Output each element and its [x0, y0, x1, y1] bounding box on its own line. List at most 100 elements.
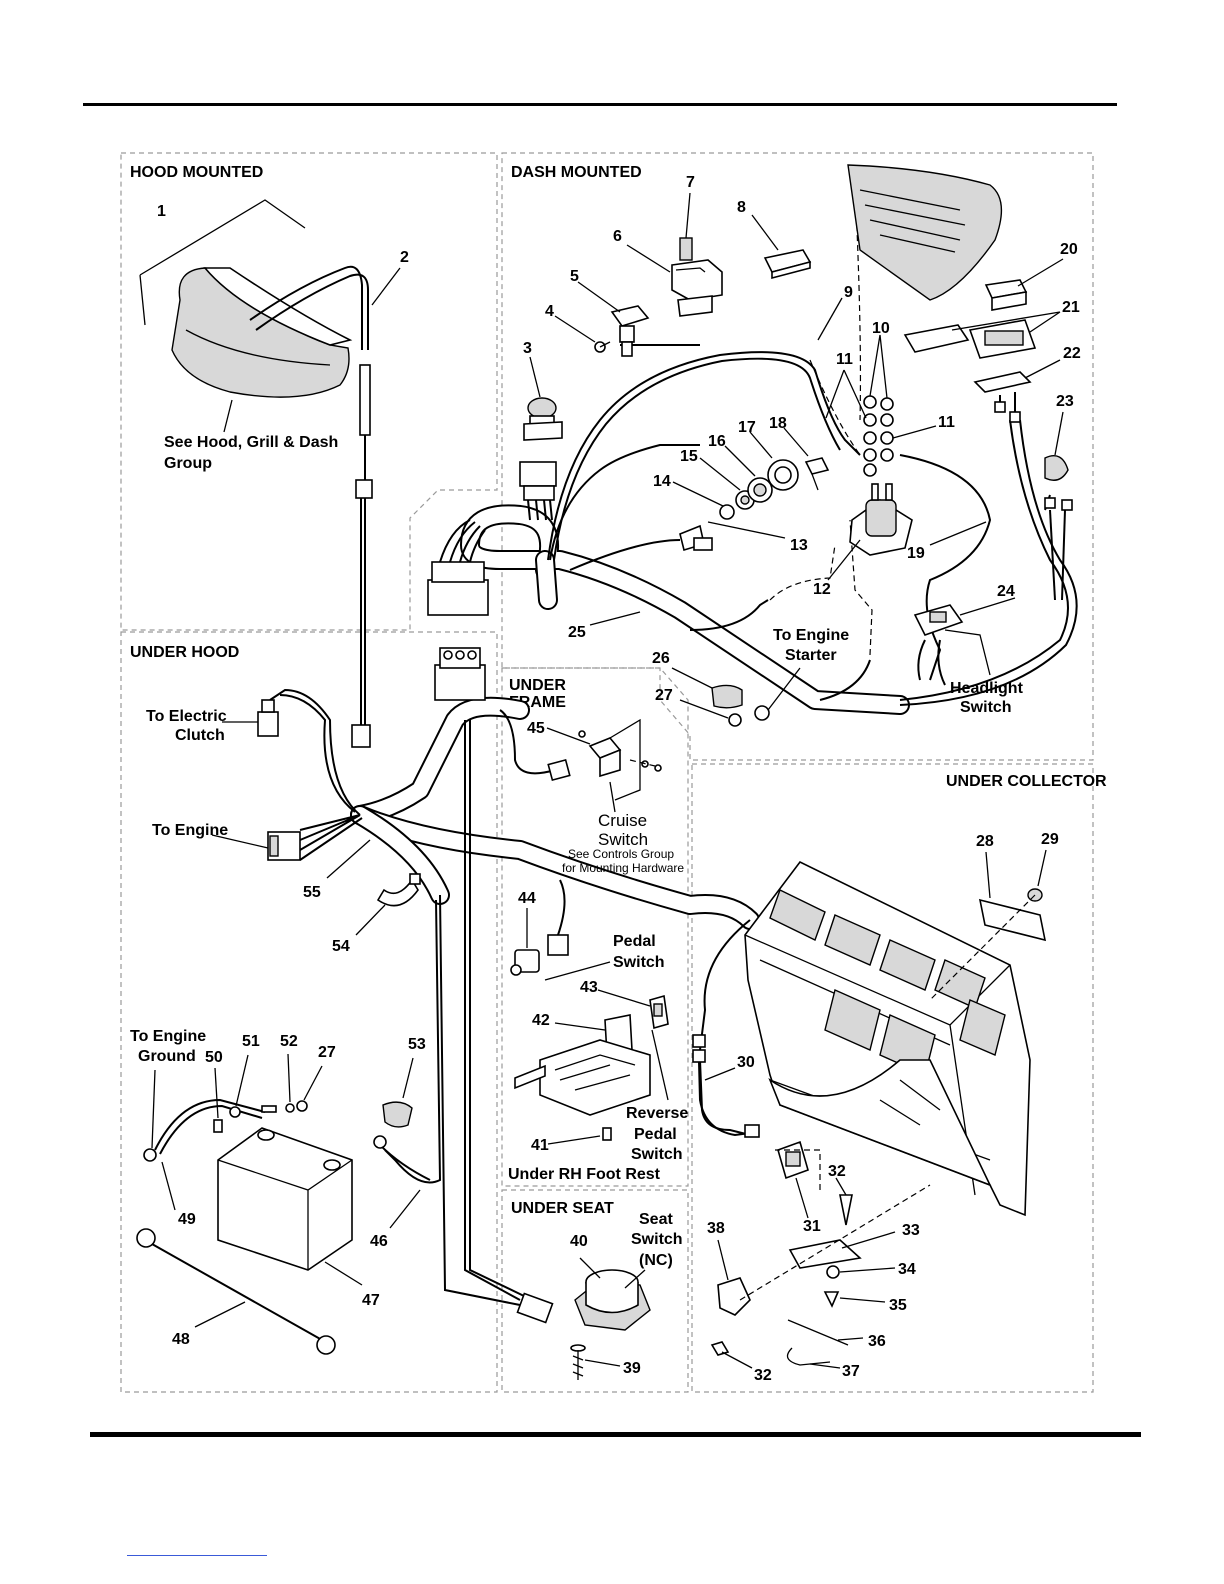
- part-number-44: 44: [518, 890, 536, 907]
- strap-48: [136, 1228, 336, 1355]
- part-number-21: 21: [1062, 299, 1080, 316]
- leader-48: [194, 1301, 246, 1328]
- harness-branch-24: [899, 419, 1069, 701]
- leader-38: [717, 1239, 729, 1281]
- cruise-connector: [547, 758, 571, 782]
- leader-11a: [825, 369, 867, 419]
- cruise-note-2: for Mounting Hardware: [562, 861, 684, 875]
- headlight-assembly: [171, 267, 353, 398]
- leader-9: [817, 297, 843, 341]
- part-number-1: 1: [157, 203, 166, 220]
- multi-pin-connector-dash: [427, 519, 489, 616]
- reverse-pedal-switch-43: [649, 994, 669, 1030]
- reverse-switch-label-2: Pedal: [634, 1126, 677, 1143]
- leader-55: [326, 839, 371, 879]
- boot-53: [382, 1101, 413, 1128]
- connector-under-hood-main: [434, 647, 486, 701]
- harness-branch-9: [547, 351, 861, 561]
- leader-24: [959, 597, 1016, 616]
- part-number-callouts: 1 2 3 4 5 6 7 8 9 10 11 11 12 13 14 15 1…: [157, 174, 1081, 1384]
- leader-11b: [892, 425, 937, 439]
- main-harness-loom: [460, 504, 910, 715]
- part-number-40: 40: [570, 1233, 588, 1250]
- footer-rule: [90, 1432, 1141, 1437]
- pedal-switch-label-1: Pedal: [613, 933, 656, 950]
- headlight-switch-label-2: Switch: [960, 699, 1012, 716]
- engine-starter-label-1: To Engine: [773, 627, 849, 644]
- leader-30: [704, 1067, 736, 1081]
- part-number-43: 43: [580, 979, 598, 996]
- nut-27-dash: [728, 705, 770, 727]
- harness-end-connector: [516, 1292, 554, 1324]
- part-number-45: 45: [527, 720, 545, 737]
- pedal-switch-label-2: Switch: [613, 954, 665, 971]
- engine-starter-label-2: Starter: [785, 647, 837, 664]
- leader-42: [554, 1022, 606, 1031]
- leader-pedal-switch: [544, 961, 611, 981]
- engine-ground-label-1: To Engine: [130, 1028, 206, 1045]
- part-number-28: 28: [976, 833, 994, 850]
- part-number-13: 13: [790, 537, 808, 554]
- leader-7: [685, 192, 691, 239]
- part-number-49: 49: [178, 1211, 196, 1228]
- leader-27-hood: [303, 1065, 323, 1101]
- to-engine-label: To Engine: [152, 822, 228, 839]
- leader-43: [597, 989, 651, 1007]
- connector-2-end: [351, 724, 371, 748]
- part-number-38: 38: [707, 1220, 725, 1237]
- leader-cruise: [609, 781, 616, 813]
- leader-51: [235, 1054, 249, 1107]
- part-number-32b: 32: [754, 1367, 772, 1384]
- battery-cable-46: [373, 1135, 431, 1181]
- footer-link-underline[interactable]: [127, 1555, 267, 1556]
- part-number-14: 14: [653, 473, 671, 490]
- section-title-under-rh-foot-rest: Under RH Foot Rest: [508, 1166, 661, 1183]
- leader-26: [671, 667, 713, 689]
- part-number-54: 54: [332, 938, 350, 955]
- part-number-52: 52: [280, 1033, 298, 1050]
- part-number-6: 6: [613, 228, 622, 245]
- part-number-15: 15: [680, 448, 698, 465]
- part-number-12: 12: [813, 581, 831, 598]
- lamp-23: [1044, 455, 1073, 511]
- under-seat-box: [501, 1189, 689, 1393]
- key-switch-5: [610, 305, 650, 357]
- leader-15: [699, 457, 741, 491]
- leader-25: [589, 611, 641, 626]
- section-title-under-hood: UNDER HOOD: [130, 644, 239, 661]
- section-title-hood-mounted: HOOD MOUNTED: [130, 164, 263, 181]
- leader-36: [837, 1337, 864, 1341]
- leader-22: [1024, 359, 1061, 379]
- leader-54: [355, 904, 386, 936]
- leader-40: [579, 1257, 601, 1279]
- leader-37: [809, 1363, 841, 1369]
- engine-ground-label-2: Ground: [138, 1048, 196, 1065]
- headlight-dash-stack: [847, 164, 1003, 301]
- part-number-11b: 11: [938, 414, 955, 431]
- section-title-under-frame-1: UNDER: [509, 677, 566, 694]
- reverse-switch-label-3: Switch: [631, 1146, 683, 1163]
- part-number-31: 31: [803, 1218, 821, 1235]
- bracket-42-and-foot-rest: [514, 1014, 651, 1141]
- leader-1: [139, 199, 306, 326]
- leader-8: [751, 214, 779, 251]
- part-number-36: 36: [868, 1333, 886, 1350]
- leader-32a: [835, 1177, 847, 1196]
- leader-10: [869, 334, 888, 399]
- part-number-47: 47: [362, 1292, 380, 1309]
- leader-53: [402, 1057, 414, 1099]
- part-number-34: 34: [898, 1261, 916, 1278]
- key-switch-parts-13-18: [679, 457, 830, 552]
- leader-12: [827, 539, 861, 581]
- electric-clutch-connector: [257, 699, 279, 737]
- cruise-note-1: See Controls Group: [568, 847, 674, 861]
- blank-plug-8: [763, 249, 812, 280]
- part-number-22: 22: [1063, 345, 1081, 362]
- leader-34: [839, 1267, 896, 1273]
- dash-mounted-box: [501, 152, 1094, 761]
- pto-switch-3: [523, 397, 563, 441]
- part-number-11a: 11: [836, 351, 853, 368]
- cruise-switch-label-2: Switch: [598, 830, 648, 849]
- section-title-under-seat: UNDER SEAT: [511, 1200, 614, 1217]
